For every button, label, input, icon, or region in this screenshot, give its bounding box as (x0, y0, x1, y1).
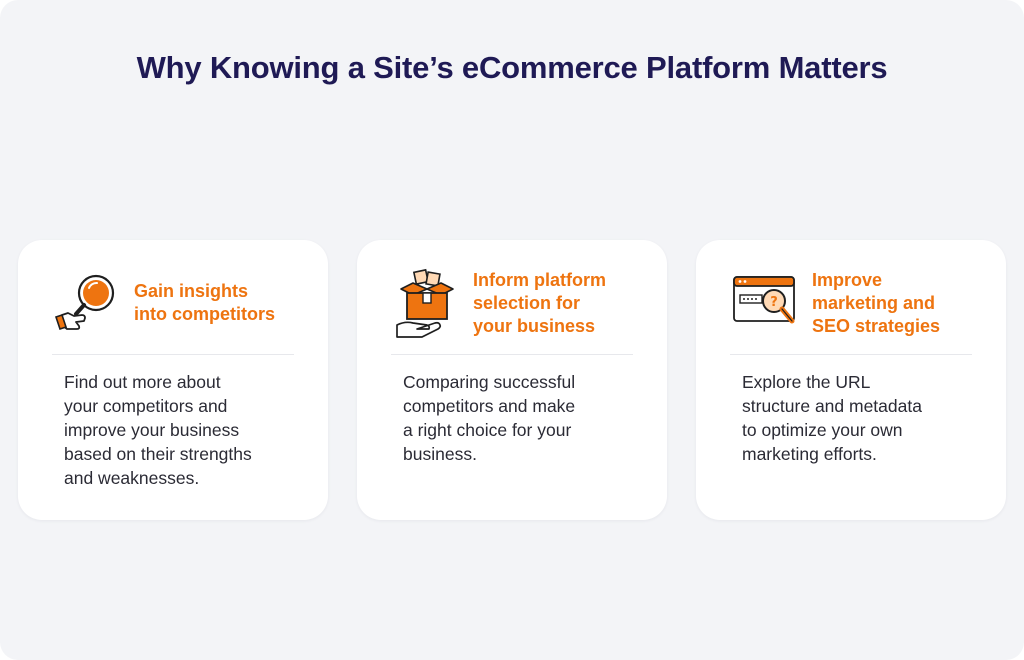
page-title: Why Knowing a Site’s eCommerce Platform … (136, 50, 888, 85)
card-description: Find out more about your competitors and… (64, 370, 300, 490)
card-marketing-seo: ? Improve marketing and SEO strategies E… (696, 240, 1006, 520)
card-description-line: structure and metadata (742, 396, 922, 416)
card-description-line: Comparing successful (403, 372, 576, 392)
svg-text:?: ? (770, 295, 778, 310)
card-title: Inform platform selection for your busin… (473, 269, 606, 338)
card-title: Gain insights into competitors (134, 280, 275, 326)
card-title-line: SEO strategies (812, 315, 941, 336)
card-competitor-insights: Gain insights into competitors Find out … (18, 240, 328, 520)
card-description-line: improve your business (64, 420, 240, 440)
card-header: ? Improve marketing and SEO strategies (730, 266, 988, 340)
card-description-line: to optimize your own (742, 420, 903, 440)
card-title-line: selection for (473, 292, 581, 313)
card-description-line: competitors and make (403, 396, 576, 416)
browser-search-icon: ? (733, 276, 795, 324)
card-description-line: a right choice for your (403, 420, 572, 440)
card-description-line: Explore the URL (742, 372, 871, 392)
card-divider (52, 354, 294, 355)
card-title-line: Improve (812, 269, 883, 290)
card-description-line: marketing efforts. (742, 444, 877, 464)
card-title-line: your business (473, 315, 596, 336)
card-header: Inform platform selection for your busin… (391, 266, 649, 340)
magnifier-hand-icon (54, 274, 115, 331)
card-divider (391, 354, 633, 355)
card-description-line: based on their strengths (64, 444, 252, 464)
card-description-line: business. (403, 444, 477, 464)
card-divider (730, 354, 972, 355)
card-title: Improve marketing and SEO strategies (812, 269, 940, 338)
box-in-hand-icon (396, 268, 454, 338)
card-description: Explore the URL structure and metadata t… (742, 370, 978, 466)
card-description-line: your competitors and (64, 396, 228, 416)
card-description: Comparing successful competitors and mak… (403, 370, 639, 466)
card-header: Gain insights into competitors (52, 266, 310, 340)
card-title-line: Inform platform (473, 269, 606, 290)
card-description-line: Find out more about (64, 372, 221, 392)
card-title-line: into competitors (134, 304, 276, 324)
card-title-line: Gain insights (134, 281, 249, 301)
card-platform-selection: Inform platform selection for your busin… (357, 240, 667, 520)
card-title-line: marketing and (812, 292, 936, 313)
card-description-line: and weaknesses. (64, 468, 200, 488)
